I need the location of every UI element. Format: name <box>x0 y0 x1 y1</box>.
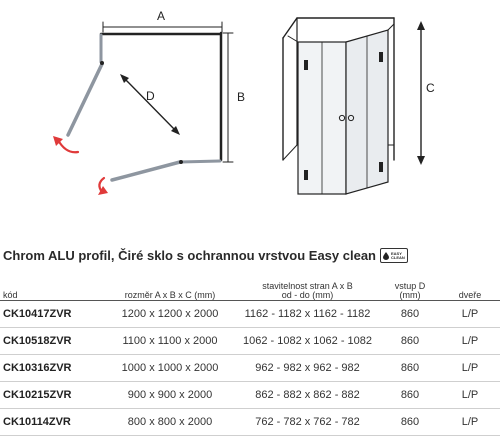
easy-clean-badge: EASY CLEAN <box>380 248 408 263</box>
header-doors: dveře <box>440 276 500 301</box>
cell-dimensions: 1200 x 1200 x 2000 <box>105 300 235 328</box>
cell-doors: L/P <box>440 408 500 436</box>
cell-adjustment: 1162 - 1182 x 1162 - 1182 <box>235 300 380 328</box>
badge-line-2: CLEAN <box>391 254 405 260</box>
label-a: A <box>157 9 165 23</box>
opening-arrow-left <box>56 138 80 154</box>
door-left <box>66 62 104 137</box>
badge-line-1: EASY <box>391 250 402 256</box>
cell-doors: L/P <box>440 327 500 355</box>
cell-dimensions: 1000 x 1000 x 2000 <box>105 354 235 382</box>
product-table: kód rozměr A x B x C (mm) stavitelnost s… <box>0 276 500 436</box>
cell-entry: 860 <box>380 327 440 355</box>
plan-view: A B D <box>53 9 245 195</box>
table-row: CK10417ZVR 1200 x 1200 x 2000 1162 - 118… <box>0 300 500 328</box>
table-header-row: kód rozměr A x B x C (mm) stavitelnost s… <box>0 276 500 301</box>
cell-entry: 860 <box>380 381 440 409</box>
perspective-view: C <box>282 17 435 195</box>
header-dimensions: rozměr A x B x C (mm) <box>105 276 235 301</box>
table-row: CK10518ZVR 1100 x 1100 x 2000 1062 - 108… <box>0 327 500 355</box>
table-row: CK10114ZVR 800 x 800 x 2000 762 - 782 x … <box>0 408 500 436</box>
cell-doors: L/P <box>440 381 500 409</box>
cell-dimensions: 800 x 800 x 2000 <box>105 408 235 436</box>
water-drop-icon <box>383 251 389 260</box>
cell-adjustment: 962 - 982 x 962 - 982 <box>235 354 380 382</box>
glass-fixed-bottom <box>178 159 222 164</box>
cell-adjustment: 862 - 882 x 862 - 882 <box>235 381 380 409</box>
header-entry: vstup D(mm) <box>380 276 440 301</box>
cell-dimensions: 900 x 900 x 2000 <box>105 381 235 409</box>
shower-diagram: A B D <box>53 9 435 195</box>
cell-code: CK10215ZVR <box>0 381 105 409</box>
heading-title: Chrom ALU profil, Čiré sklo s ochrannou … <box>3 248 376 263</box>
cell-doors: L/P <box>440 300 500 328</box>
label-c: C <box>426 81 435 95</box>
table-row: CK10316ZVR 1000 x 1000 x 2000 962 - 982 … <box>0 354 500 382</box>
label-d: D <box>146 89 155 103</box>
label-b: B <box>237 90 245 104</box>
cell-entry: 860 <box>380 300 440 328</box>
cell-code: CK10518ZVR <box>0 327 105 355</box>
door-bottom <box>110 160 182 182</box>
cell-code: CK10417ZVR <box>0 300 105 328</box>
cell-entry: 860 <box>380 354 440 382</box>
cell-adjustment: 762 - 782 x 762 - 782 <box>235 408 380 436</box>
dimension-d-line <box>123 77 177 132</box>
cell-code: CK10114ZVR <box>0 408 105 436</box>
cell-dimensions: 1100 x 1100 x 2000 <box>105 327 235 355</box>
header-code: kód <box>0 276 105 301</box>
table-row: CK10215ZVR 900 x 900 x 2000 862 - 882 x … <box>0 381 500 409</box>
product-heading: Chrom ALU profil, Čiré sklo s ochrannou … <box>3 248 408 263</box>
cell-adjustment: 1062 - 1082 x 1062 - 1082 <box>235 327 380 355</box>
cell-code: CK10316ZVR <box>0 354 105 382</box>
cell-doors: L/P <box>440 354 500 382</box>
cell-entry: 860 <box>380 408 440 436</box>
